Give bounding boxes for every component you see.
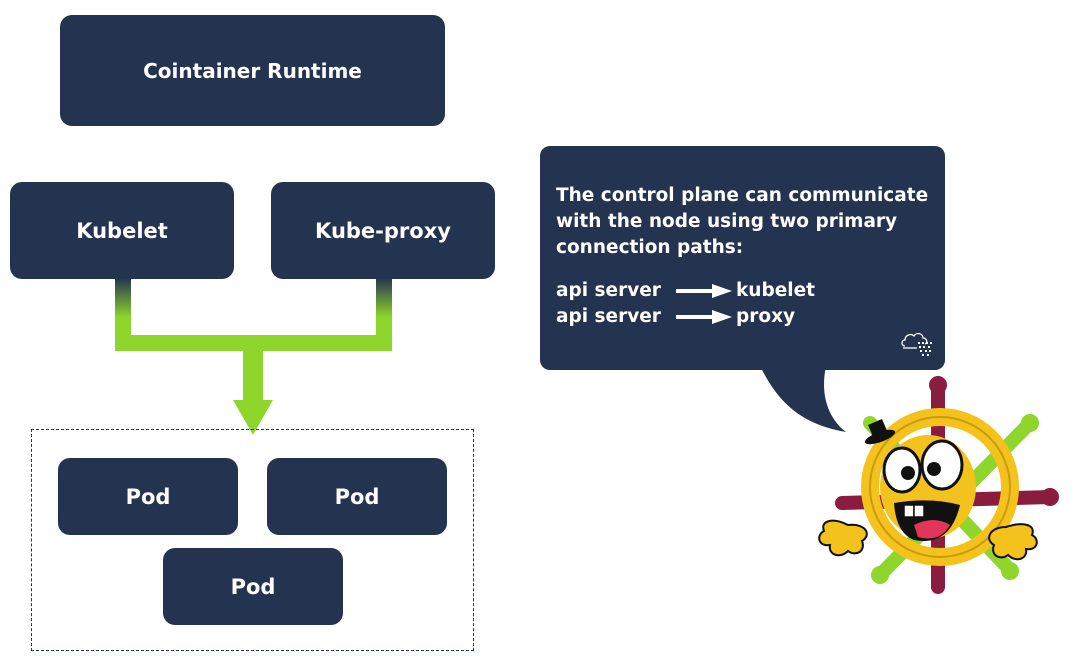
pod-label: Pod [334,484,380,509]
down-arrow-icon [233,335,273,435]
connection-from: api server [556,280,661,301]
right-arrow-icon [676,310,732,324]
connection-from: api server [556,306,661,327]
node-pod-group [31,429,474,651]
callout-bubble: The control plane can communicate with t… [540,146,945,370]
right-arrow-icon [676,284,732,298]
kube-proxy-box: Kube-proxy [271,182,495,279]
callout-text: The control plane can communicate with t… [556,185,929,258]
container-runtime-box: Cointainer Runtime [60,15,445,126]
container-runtime-label: Cointainer Runtime [143,58,362,83]
connection-row: api server kubelet [556,278,935,304]
pod-box: Pod [58,458,238,535]
kubelet-label: Kubelet [76,218,168,243]
pod-label: Pod [230,574,276,599]
kube-proxy-label: Kube-proxy [315,218,451,243]
helm-wheel-mascot-icon [818,376,1059,594]
pods-connector-arrow [115,278,392,435]
cloud-binary-logo-icon [901,332,932,356]
connection-to: kubelet [736,280,815,301]
kubelet-box: Kubelet [10,182,234,279]
connection-to: proxy [736,306,796,327]
connection-list: api server kubelet api server proxy [556,278,935,330]
pod-label: Pod [125,484,171,509]
connection-row: api server proxy [556,304,935,330]
pod-box: Pod [267,458,447,535]
pod-box: Pod [163,548,343,625]
